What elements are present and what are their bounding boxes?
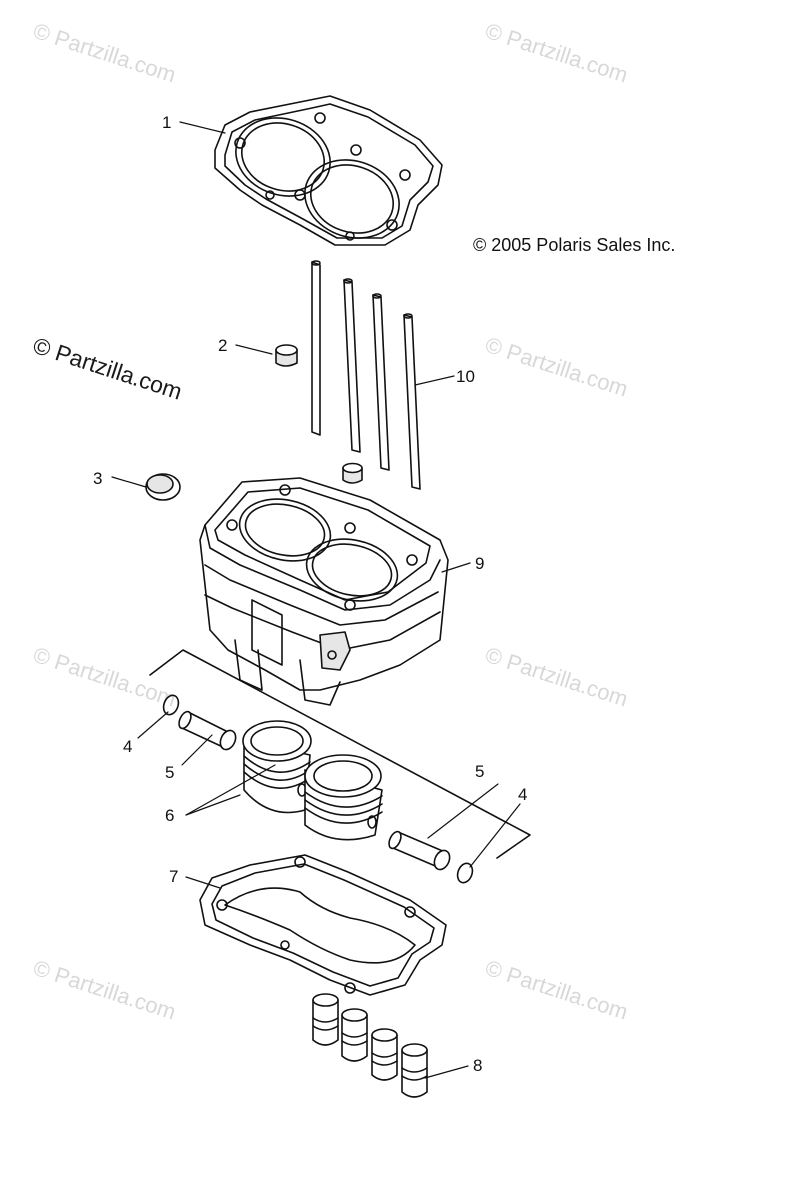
- callout-4-left: 4: [123, 737, 132, 756]
- callout-7: 7: [169, 867, 178, 886]
- head-gasket: [214, 95, 443, 246]
- dowel-sleeve-3: [371, 1028, 398, 1081]
- callout-5-left: 5: [165, 763, 174, 782]
- cylinder-studs: [311, 260, 421, 490]
- circlip-right: [456, 862, 474, 884]
- kit-bracket: [149, 649, 531, 859]
- piston-pin-left: [178, 710, 237, 751]
- callout-2: 2: [218, 336, 227, 355]
- piston-right: [304, 754, 383, 841]
- leader-lines: [111, 121, 521, 1079]
- cylinder-block: [199, 477, 449, 706]
- base-gasket: [199, 854, 447, 996]
- plug: [145, 473, 181, 501]
- piston-left: [242, 720, 312, 814]
- copyright-text: © 2005 Polaris Sales Inc.: [473, 235, 676, 255]
- callout-10: 10: [456, 367, 475, 386]
- callout-8: 8: [473, 1056, 482, 1075]
- callout-4-right: 4: [518, 785, 527, 804]
- callout-6: 6: [165, 806, 174, 825]
- callout-9: 9: [475, 554, 484, 573]
- circlip-left: [162, 694, 180, 716]
- dowel-sleeve-2: [341, 1008, 368, 1062]
- dowel-sleeve-4: [401, 1043, 428, 1098]
- callout-3: 3: [93, 469, 102, 488]
- callout-1: 1: [162, 113, 171, 132]
- piston-pin-right: [388, 830, 451, 871]
- dowel-sleeve-1: [312, 993, 339, 1046]
- callout-5-right: 5: [475, 762, 484, 781]
- dowel-pin-2: [342, 462, 363, 484]
- dowel-pin: [275, 344, 298, 367]
- callout-labels: 1 2 3 10 9 4 5 6 5 4 7 8: [93, 113, 527, 1075]
